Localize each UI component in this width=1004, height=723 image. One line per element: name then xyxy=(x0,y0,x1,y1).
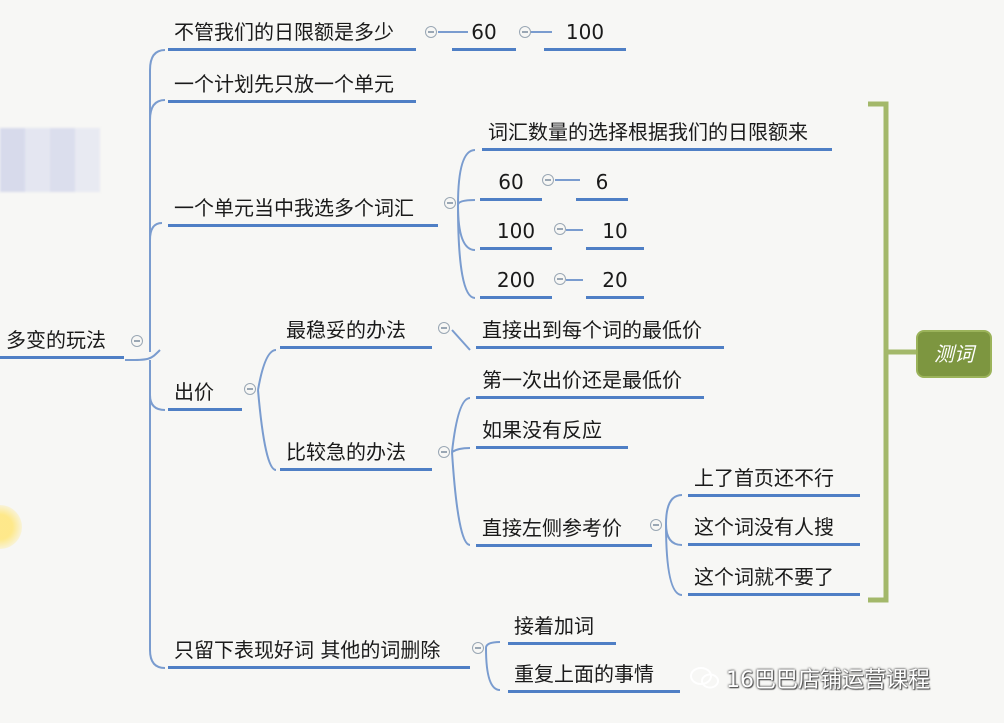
summary-tag[interactable]: 测词 xyxy=(916,330,992,378)
one-unit-node[interactable]: 一个计划先只放一个单元 xyxy=(168,72,416,103)
pair-words-20[interactable]: 20 xyxy=(586,268,644,299)
words-rule-node[interactable]: 词汇数量的选择根据我们的日限额来 xyxy=(482,120,832,151)
collapse-icon[interactable] xyxy=(131,335,143,347)
blurred-region xyxy=(0,128,100,192)
watermark-text: 16巴巴店铺运营课程 xyxy=(726,668,930,693)
keep-step-2[interactable]: 重复上面的事情 xyxy=(508,662,680,693)
multi-words-node[interactable]: 一个单元当中我选多个词汇 xyxy=(168,196,438,227)
limit-node[interactable]: 不管我们的日限额是多少 xyxy=(168,20,416,51)
result-1[interactable]: 上了首页还不行 xyxy=(688,466,860,497)
collapse-icon[interactable] xyxy=(244,383,256,395)
result-3[interactable]: 这个词就不要了 xyxy=(688,565,860,596)
collapse-icon[interactable] xyxy=(519,26,531,38)
limit-value-100[interactable]: 100 xyxy=(544,20,626,51)
limit-value-60[interactable]: 60 xyxy=(452,20,516,51)
safe-method-node[interactable]: 最稳妥的办法 xyxy=(280,318,432,349)
keep-step-1[interactable]: 接着加词 xyxy=(508,614,616,645)
urgent-method-node[interactable]: 比较急的办法 xyxy=(280,440,432,471)
safe-detail-node[interactable]: 直接出到每个词的最低价 xyxy=(476,318,724,349)
pair-words-6[interactable]: 6 xyxy=(576,170,628,201)
collapse-icon[interactable] xyxy=(438,322,450,334)
watermark: 16巴巴店铺运营课程 xyxy=(690,662,930,694)
pair-budget-200[interactable]: 200 xyxy=(480,268,552,299)
collapse-icon[interactable] xyxy=(444,197,456,209)
collapse-icon[interactable] xyxy=(554,273,566,285)
collapse-icon[interactable] xyxy=(472,642,484,654)
pair-budget-60[interactable]: 60 xyxy=(480,170,542,201)
pair-budget-100[interactable]: 100 xyxy=(480,219,552,250)
urgent-step-3[interactable]: 直接左侧参考价 xyxy=(476,516,652,547)
keep-good-node[interactable]: 只留下表现好词 其他的词删除 xyxy=(168,638,470,669)
collapse-icon[interactable] xyxy=(554,223,566,235)
wechat-icon xyxy=(690,667,720,689)
urgent-step-2[interactable]: 如果没有反应 xyxy=(476,418,628,449)
collapse-icon[interactable] xyxy=(425,26,437,38)
pair-words-10[interactable]: 10 xyxy=(586,219,644,250)
result-2[interactable]: 这个词没有人搜 xyxy=(688,515,860,546)
bid-node[interactable]: 出价 xyxy=(168,380,242,411)
cursor-highlight xyxy=(0,505,22,549)
collapse-icon[interactable] xyxy=(438,446,450,458)
root-node[interactable]: 多变的玩法 xyxy=(0,328,124,359)
collapse-icon[interactable] xyxy=(542,174,554,186)
collapse-icon[interactable] xyxy=(650,519,662,531)
urgent-step-1[interactable]: 第一次出价还是最低价 xyxy=(476,368,704,399)
